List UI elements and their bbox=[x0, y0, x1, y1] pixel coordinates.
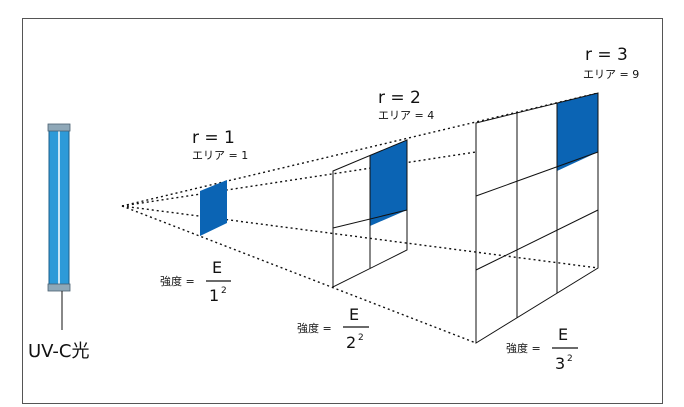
r3-label: r = 3 bbox=[585, 45, 628, 65]
plane-r3-hline-2 bbox=[475, 209, 599, 271]
uv-lamp bbox=[47, 123, 71, 330]
plane-r3-grid bbox=[475, 92, 599, 344]
denominator-1: 1 bbox=[209, 286, 219, 305]
intensity-formula-1: 強度 = E 1 2 bbox=[160, 258, 231, 305]
energy-3: E bbox=[558, 325, 568, 344]
r1-label: r = 1 bbox=[192, 128, 235, 148]
energy-1: E bbox=[212, 258, 222, 277]
area1-label: エリア = 1 bbox=[192, 149, 248, 162]
plane-r1 bbox=[200, 180, 227, 236]
intensity-formula-3: 強度 = E 3 2 bbox=[506, 325, 578, 373]
plane-r3-cell-highlight bbox=[557, 93, 598, 171]
exponent-2: 2 bbox=[358, 333, 364, 343]
r2-label: r = 2 bbox=[378, 88, 421, 108]
plane-r2 bbox=[332, 139, 408, 288]
projection-line-lower bbox=[121, 205, 599, 269]
intensity-label-1: 強度 = bbox=[160, 274, 195, 288]
plane-r2-grid bbox=[332, 139, 408, 288]
denominator-3: 3 bbox=[555, 354, 565, 373]
exponent-3: 2 bbox=[567, 354, 573, 364]
frame-border bbox=[22, 18, 663, 404]
plane-r1-cell-highlight bbox=[200, 180, 227, 236]
plane-r2-hline bbox=[332, 209, 408, 229]
projection-line-top bbox=[121, 92, 599, 207]
denominator-2: 2 bbox=[346, 333, 356, 352]
energy-2: E bbox=[349, 305, 359, 324]
projection-line-upper bbox=[121, 151, 477, 207]
intensity-formula-2: 強度 = E 2 2 bbox=[297, 305, 369, 352]
lamp-cap-bottom bbox=[47, 283, 71, 292]
projection-line-bottom bbox=[121, 205, 477, 344]
lamp-cap-top bbox=[47, 123, 71, 132]
intensity-label-3: 強度 = bbox=[506, 341, 541, 355]
plane-r2-outline bbox=[332, 139, 408, 288]
exponent-1: 2 bbox=[221, 286, 227, 296]
plane-r2-cell-highlight bbox=[370, 140, 407, 226]
area2-label: エリア = 4 bbox=[378, 109, 434, 122]
intensity-label-2: 強度 = bbox=[297, 321, 332, 335]
plane-r3-hline-1 bbox=[475, 151, 599, 197]
plane-r3 bbox=[475, 92, 599, 344]
source-label: UV-C光 bbox=[28, 341, 90, 362]
area3-label: エリア = 9 bbox=[583, 68, 639, 81]
